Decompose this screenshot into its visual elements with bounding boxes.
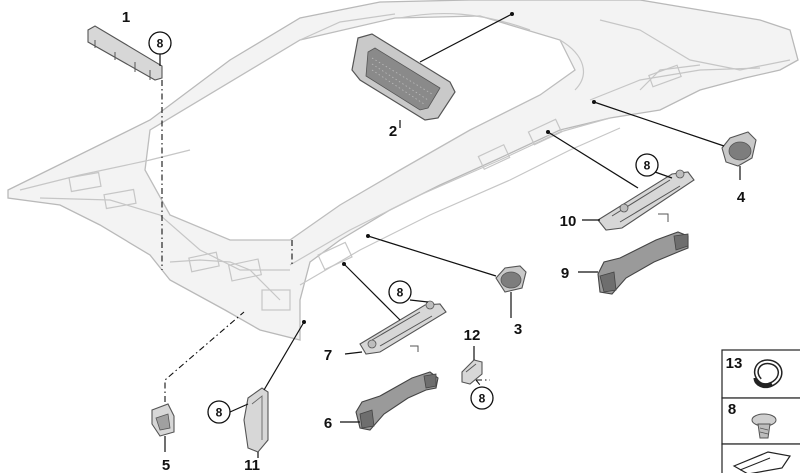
part-9-grab-handle: [597, 231, 689, 295]
callout-5: 5: [162, 457, 170, 473]
circled-8-top-text: 8: [157, 37, 164, 51]
screw-icon: [751, 413, 777, 439]
callout-7: 7: [324, 347, 332, 364]
leader-lines: [159, 12, 741, 458]
callout-4: 4: [737, 189, 746, 206]
callout-labels: 1 2 3 4 5 6 7 9 10 11 12: [122, 9, 746, 473]
part-10-bracket: [597, 169, 695, 231]
callout-12: 12: [464, 327, 481, 344]
part-4-round-cover: [721, 131, 757, 167]
part-1-bracket: [87, 25, 163, 81]
circled-8-part7-text: 8: [397, 286, 404, 300]
circled-8-part11: 8: [207, 400, 231, 424]
callout-2: 2: [389, 123, 397, 140]
circled-8-part7: 8: [388, 280, 412, 304]
legend-cell-13: [721, 349, 800, 399]
callout-10: 10: [560, 213, 577, 230]
callout-9: 9: [561, 265, 569, 282]
part-7-bracket: [359, 300, 447, 355]
callout-6: 6: [324, 415, 332, 432]
circled-8-part12-text: 8: [479, 392, 486, 406]
part-5-clip: [151, 403, 175, 437]
legend-num-13: 13: [726, 355, 743, 372]
tape-roll-icon: [753, 359, 783, 389]
callout-11: 11: [244, 457, 260, 473]
circled-8-part10: 8: [635, 153, 659, 177]
circled-8-part10-text: 8: [644, 159, 651, 173]
part-3-round-cover: [495, 265, 527, 293]
parts-legend: 13 8: [721, 349, 800, 473]
circled-callouts: 8 8 8 8 8: [148, 31, 659, 424]
circled-8-part12: 8: [470, 386, 494, 410]
part-6-grab-handle: [355, 371, 439, 431]
circled-8-top: 8: [148, 31, 172, 55]
circled-8-part11-text: 8: [216, 406, 223, 420]
legend-num-8: 8: [728, 401, 736, 418]
callout-3: 3: [514, 321, 522, 338]
part-11-cover-cap: [243, 387, 269, 453]
headliner-panel: [7, 0, 799, 341]
callout-1: 1: [122, 9, 130, 26]
part-2-vent-grille: [351, 33, 456, 121]
